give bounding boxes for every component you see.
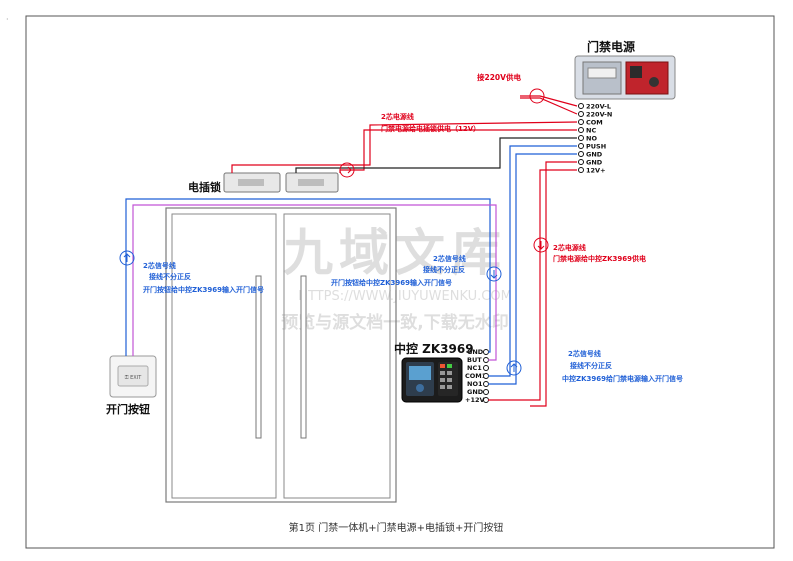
controller-terminal: GND: [467, 348, 484, 356]
psu-signal-line-1: 2芯信号线: [568, 349, 601, 358]
door-handle-left: [255, 275, 262, 439]
annotation-ac: 接220V供电: [477, 72, 521, 82]
controller-signal-line-1: 2芯信号线: [433, 254, 466, 263]
psu-terminal: NO: [586, 135, 597, 143]
lock-power-line-2: 门禁电源给电插锁供电（12V）: [381, 124, 480, 133]
controller-terminal: BUT: [467, 356, 482, 364]
watermark-url: HTTPS://WWW.JIUYUWENKU.COM: [298, 289, 512, 304]
button-signal-line-2: 接线不分正反: [149, 272, 191, 281]
double-door: [165, 207, 397, 503]
flow-markers: [119, 88, 549, 376]
psu-terminal: GND: [586, 151, 603, 159]
exit-button-title: 开门按钮: [106, 402, 150, 416]
controller-power-line-1: 2芯电源线: [553, 243, 586, 252]
ac-input-label: 接220V供电: [477, 72, 521, 82]
controller-signal-line-2: 接线不分正反: [423, 265, 465, 274]
psu-terminal: COM: [586, 119, 603, 127]
watermark-title: 九域文库: [283, 224, 507, 282]
psu-terminal: GND: [586, 159, 603, 167]
psu-signal-line-3: 中控ZK3969给门禁电源输入开门信号: [562, 374, 683, 383]
controller-terminal-list: GND BUT NC1 COM1 NO1 GND +12V: [465, 348, 489, 404]
watermark: 九域文库 HTTPS://WWW.JIUYUWENKU.COM 预览与源文档一致…: [281, 224, 512, 333]
psu-title: 门禁电源: [587, 39, 635, 54]
page-caption: 第1页 门禁一体机+门禁电源+电插锁+开门按钮: [289, 521, 504, 534]
exit-button: ⚿ EXIT 开门按钮: [106, 355, 157, 416]
controller-power-line-2: 门禁电源给中控ZK3969供电: [553, 254, 646, 263]
watermark-note: 预览与源文档一致,下载无水印: [281, 312, 508, 333]
page-frame: [25, 15, 775, 549]
annotation-controller-power: 2芯电源线 门禁电源给中控ZK3969供电: [553, 243, 646, 263]
psu-terminal: 12V+: [586, 167, 606, 175]
button-signal-line-3: 开门按钮给中控ZK3969输入开门信号: [143, 285, 264, 294]
controller-terminal: NO1: [467, 380, 483, 388]
psu-terminal-list: 220V-L 220V-N COM NC NO PUSH GND GND 12V…: [578, 103, 612, 175]
annotation-button-signal: 2芯信号线 接线不分正反 开门按钮给中控ZK3969输入开门信号: [143, 261, 264, 294]
controller-terminal: GND: [467, 388, 484, 396]
lock-title: 电插锁: [188, 180, 221, 194]
door-handle-right: [300, 275, 307, 439]
annotation-controller-signal: 2芯信号线 接线不分正反 开门按钮给中控ZK3969输入开门信号: [331, 254, 466, 287]
svg-text:⚿ EXIT: ⚿ EXIT: [125, 375, 142, 381]
annotation-psu-signal: 2芯信号线 接线不分正反 中控ZK3969给门禁电源输入开门信号: [562, 349, 683, 383]
lock-power-line-1: 2芯电源线: [381, 112, 414, 121]
controller-title: 中控 ZK3969: [394, 341, 474, 356]
controller-terminal: NC1: [467, 364, 482, 372]
controller-terminal: +12V: [465, 396, 485, 404]
psu-terminal: PUSH: [586, 143, 606, 151]
psu-terminal: NC: [586, 127, 596, 135]
psu-terminal: 220V-L: [586, 103, 611, 111]
controller-zk3969: 中控 ZK3969: [394, 341, 474, 403]
controller-terminal: COM1: [465, 372, 487, 380]
button-signal-line-1: 2芯信号线: [143, 261, 176, 270]
psu-signal-line-2: 接线不分正反: [570, 361, 612, 370]
electric-lock: 电插锁: [188, 172, 339, 194]
psu-terminal: 220V-N: [586, 111, 612, 119]
controller-signal-line-3: 开门按钮给中控ZK3969输入开门信号: [331, 278, 452, 287]
annotation-lock-power: 2芯电源线 门禁电源给电插锁供电（12V）: [381, 112, 480, 133]
power-supply: 门禁电源: [574, 39, 676, 100]
corner-mark: ·: [6, 15, 9, 24]
